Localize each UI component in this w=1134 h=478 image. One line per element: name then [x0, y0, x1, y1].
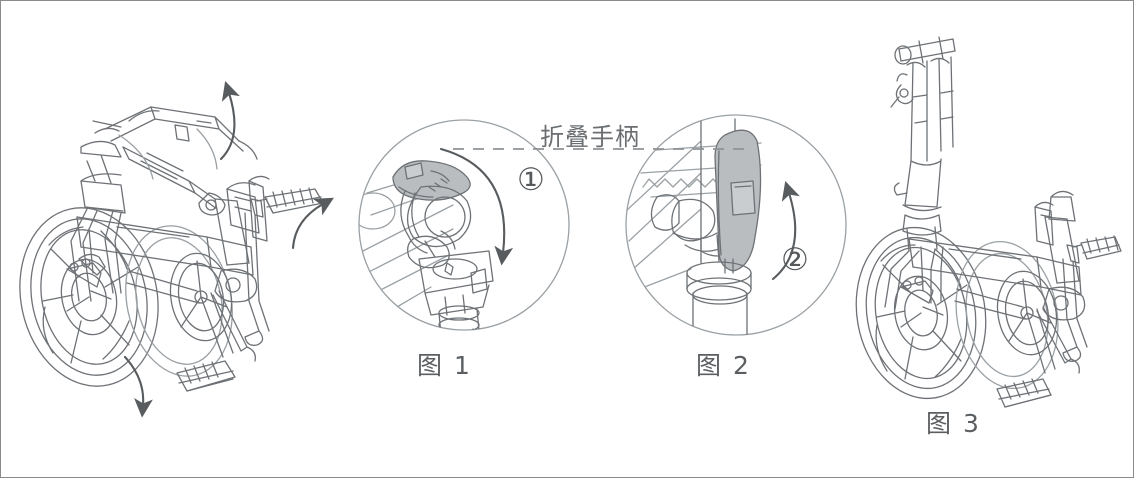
front-hub-brake	[60, 253, 118, 336]
right-upper-pedal	[1066, 235, 1122, 264]
frame-column	[214, 175, 270, 266]
folded-handlebar-top	[894, 36, 956, 68]
right-front-hub-brake	[893, 275, 949, 351]
detail2-quick-release-lever	[714, 129, 762, 274]
main-frame-beam	[76, 216, 254, 276]
right-rear-wheel	[955, 240, 1059, 390]
right-drive-belt	[954, 288, 1026, 320]
right-lower-pedal-arm	[1026, 308, 1056, 374]
figure-detail-1-art	[358, 119, 570, 331]
drive-belt	[126, 270, 200, 304]
detail2-hook-bracket	[650, 194, 720, 264]
folding-handle-label: 折叠手柄	[540, 123, 640, 151]
right-chainring	[996, 270, 1058, 356]
figure-1-caption: 图 1	[417, 351, 472, 380]
folded-stem-arm	[122, 146, 226, 216]
figure-result-right-art	[855, 36, 1122, 408]
figure-main-left-art	[19, 106, 324, 392]
figure-3-caption: 图 3	[926, 409, 981, 438]
right-frame-beam	[908, 238, 1082, 296]
front-wheel	[19, 207, 159, 387]
detail1-hinge-knuckle	[407, 230, 456, 269]
brake-cables	[118, 128, 218, 180]
right-rear-stay	[1036, 306, 1080, 374]
right-head-tube	[893, 158, 942, 252]
left-pedal-arm	[200, 292, 234, 358]
step-1-marker: ①	[517, 162, 545, 198]
detail2-lower-collar	[686, 261, 752, 335]
step-2-marker: ②	[781, 242, 809, 278]
detail1-lower-collar	[418, 250, 494, 316]
step-1-rotate-arrow	[439, 147, 514, 266]
figure-detail-2-art	[625, 114, 847, 336]
controller-box	[226, 182, 260, 234]
left-pedal	[176, 360, 236, 392]
left-pedal-unfold-arrow	[123, 355, 153, 418]
handlebar-fold-arrow	[219, 80, 240, 161]
detail1-latch-cap	[392, 160, 471, 201]
detail1-clamp-ring	[400, 185, 472, 254]
rear-stay	[212, 290, 256, 362]
detail1-steerer-tube	[438, 305, 480, 330]
step-2-rotate-arrow	[771, 180, 800, 281]
folded-handlebar	[104, 106, 258, 160]
right-pedal-unfold-arrow	[291, 197, 334, 250]
right-lower-pedal	[996, 378, 1052, 408]
detail-circle-2-outline	[625, 114, 847, 336]
figure-2-caption: 图 2	[696, 351, 751, 380]
upright-stem-column	[890, 56, 954, 166]
right-front-fork	[884, 246, 944, 310]
right-frame-column	[1034, 190, 1080, 284]
right-pedal-arm	[244, 212, 270, 346]
figure-main-left-arrows	[123, 80, 334, 418]
